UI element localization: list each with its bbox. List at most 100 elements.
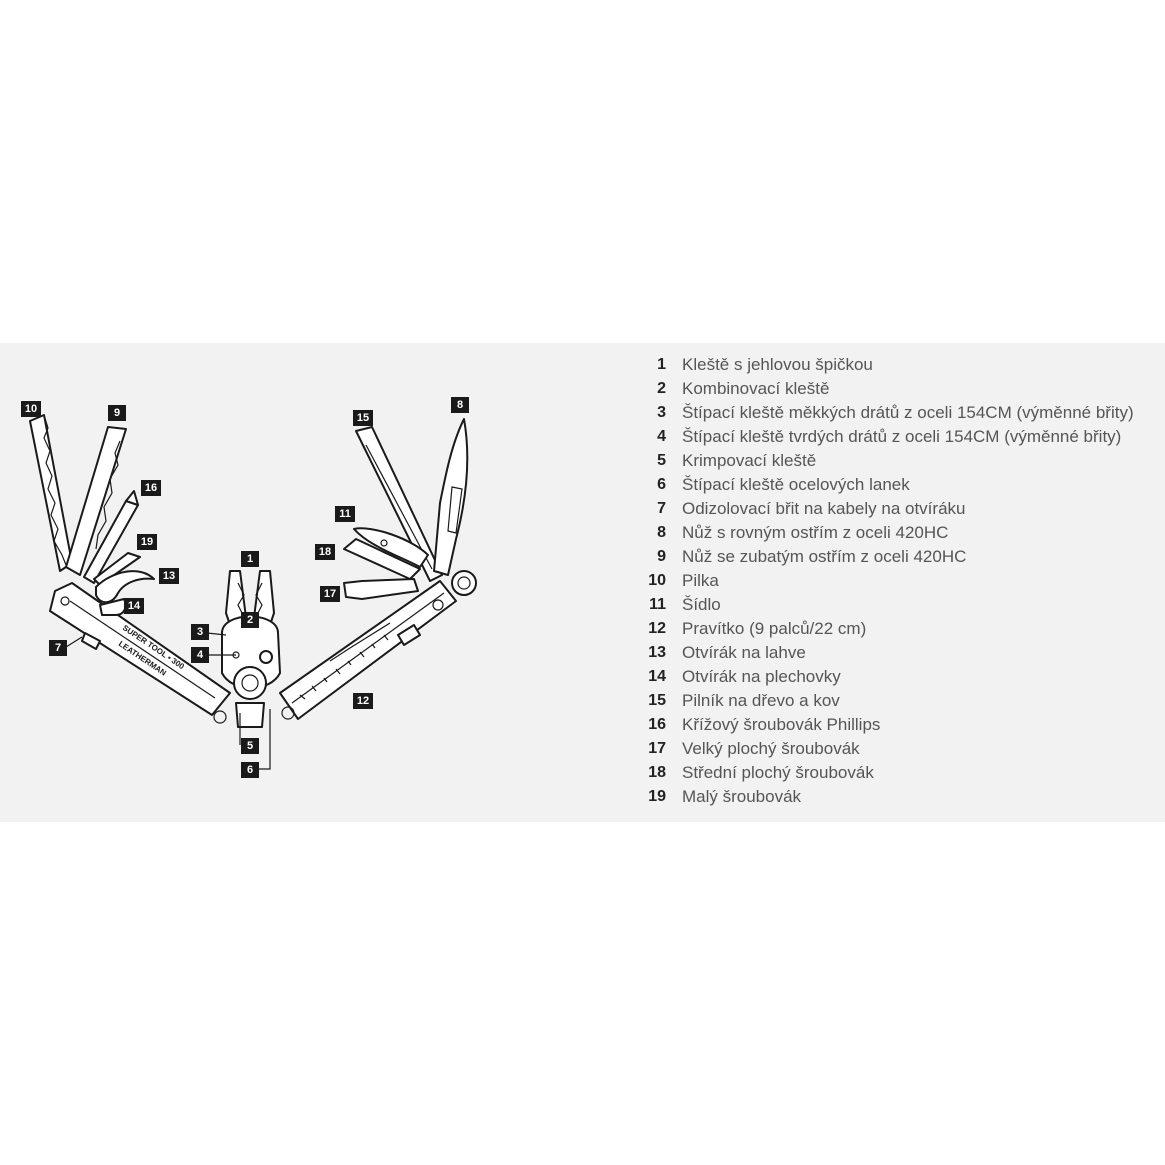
callout-6: 6 — [241, 762, 259, 778]
legend-item: 13 Otvírák na lahve — [640, 641, 1160, 665]
legend-number: 19 — [648, 788, 666, 805]
callout-10: 10 — [21, 401, 41, 417]
large-driver — [343, 578, 419, 600]
callout-17: 17 — [320, 586, 340, 602]
legend-number: 10 — [648, 572, 666, 589]
legend-number: 9 — [657, 548, 666, 565]
callout-14: 14 — [124, 598, 144, 614]
legend-text: Odizolovací břit na kabely na otvíráku — [682, 499, 966, 518]
legend-text: Velký plochý šroubovák — [682, 739, 860, 758]
legend-text: Pravítko (9 palců/22 cm) — [682, 619, 867, 638]
legend-item: 2 Kombinovací kleště — [640, 377, 1160, 401]
legend-number: 1 — [657, 356, 666, 373]
legend-number: 16 — [648, 716, 666, 733]
callout-16: 16 — [141, 480, 161, 496]
phillips-driver — [83, 490, 139, 584]
svg-text:12: 12 — [357, 695, 369, 707]
legend-item: 17 Velký plochý šroubovák — [640, 737, 1160, 761]
svg-text:4: 4 — [197, 649, 204, 661]
svg-text:11: 11 — [339, 508, 351, 520]
svg-text:16: 16 — [145, 482, 157, 494]
callout-9: 9 — [108, 405, 126, 421]
tool-legend: 1 Kleště s jehlovou špičkou 2 Kombinovací … — [640, 353, 1160, 809]
legend-text: Pilka — [682, 571, 719, 590]
legend-text: Křížový šroubovák Phillips — [682, 715, 881, 734]
svg-text:19: 19 — [141, 536, 153, 548]
legend-text: Štípací kleště měkkých drátů z oceli 154… — [682, 403, 1134, 422]
bottle-opener — [95, 570, 155, 604]
legend-number: 8 — [657, 524, 666, 541]
legend-text: Kombinovací kleště — [682, 379, 830, 398]
svg-text:3: 3 — [197, 626, 203, 638]
legend-text: Štípací kleště ocelových lanek — [682, 475, 910, 494]
legend-text: Nůž s rovným ostřím z oceli 420HC — [682, 523, 949, 542]
legend-number: 12 — [648, 620, 666, 637]
callout-19: 19 — [137, 534, 157, 550]
svg-text:2: 2 — [247, 614, 253, 626]
legend-number: 14 — [648, 668, 666, 685]
legend-text: Šídlo — [682, 595, 721, 614]
legend-item: 5 Krimpovací kleště — [640, 449, 1160, 473]
medium-driver — [343, 538, 421, 580]
legend-number: 5 — [657, 452, 666, 469]
legend-number: 6 — [657, 476, 666, 493]
svg-text:6: 6 — [247, 764, 253, 776]
pliers-head — [221, 570, 281, 728]
legend-item: 3 Štípací kleště měkkých drátů z oceli 15… — [640, 401, 1160, 425]
right-handle — [279, 580, 457, 720]
legend-number: 7 — [657, 500, 666, 517]
callout-3: 3 — [191, 624, 209, 640]
legend-item: 18 Střední plochý šroubovák — [640, 761, 1160, 785]
svg-text:8: 8 — [457, 399, 463, 411]
legend-text: Kleště s jehlovou špičkou — [682, 355, 873, 374]
svg-text:7: 7 — [55, 642, 61, 654]
legend-text: Střední plochý šroubovák — [682, 763, 874, 782]
svg-text:9: 9 — [114, 407, 120, 419]
info-panel: LEATHERMAN SUPER TOOL • 300 — [0, 343, 1165, 822]
svg-text:10: 10 — [25, 403, 37, 415]
legend-number: 17 — [648, 740, 666, 757]
svg-text:5: 5 — [247, 740, 253, 752]
legend-item: 1 Kleště s jehlovou špičkou — [640, 353, 1160, 377]
callout-4: 4 — [191, 647, 209, 663]
svg-text:17: 17 — [324, 588, 336, 600]
legend-text: Pilník na dřevo a kov — [682, 691, 840, 710]
legend-text: Štípací kleště tvrdých drátů z oceli 154… — [682, 427, 1122, 446]
callout-1: 1 — [241, 551, 259, 567]
legend-text: Otvírák na lahve — [682, 643, 806, 662]
serrated-knife — [65, 426, 127, 576]
legend-item: 16 Křížový šroubovák Phillips — [640, 713, 1160, 737]
legend-number: 18 — [648, 764, 666, 781]
legend-text: Otvírák na plechovky — [682, 667, 841, 686]
callout-2: 2 — [241, 612, 259, 628]
legend-number: 13 — [648, 644, 666, 661]
callout-8: 8 — [451, 397, 469, 413]
legend-item: 4 Štípací kleště tvrdých drátů z oceli 15… — [640, 425, 1160, 449]
callout-11: 11 — [335, 506, 355, 522]
legend-item: 10 Pilka — [640, 569, 1160, 593]
legend-item: 9 Nůž se zubatým ostřím z oceli 420HC — [640, 545, 1160, 569]
legend-number: 15 — [648, 692, 666, 709]
awl-tool — [353, 527, 429, 568]
legend-number: 3 — [657, 404, 666, 421]
legend-text: Krimpovací kleště — [682, 451, 817, 470]
lanyard-ring — [451, 570, 477, 596]
legend-number: 4 — [657, 428, 666, 445]
saw-tool — [29, 414, 73, 572]
svg-text:18: 18 — [319, 546, 331, 558]
svg-text:15: 15 — [357, 412, 369, 424]
legend-item: 14 Otvírák na plechovky — [640, 665, 1160, 689]
legend-text: Nůž se zubatým ostřím z oceli 420HC — [682, 547, 967, 566]
straight-knife — [433, 418, 469, 576]
svg-text:13: 13 — [163, 570, 175, 582]
svg-text:14: 14 — [128, 600, 141, 612]
legend-item: 6 Štípací kleště ocelových lanek — [640, 473, 1160, 497]
callout-7: 7 — [49, 640, 67, 656]
callout-15: 15 — [353, 410, 373, 426]
legend-item: 8 Nůž s rovným ostřím z oceli 420HC — [640, 521, 1160, 545]
legend-number: 2 — [657, 380, 666, 397]
callout-13: 13 — [159, 568, 179, 584]
callout-5: 5 — [241, 738, 259, 754]
